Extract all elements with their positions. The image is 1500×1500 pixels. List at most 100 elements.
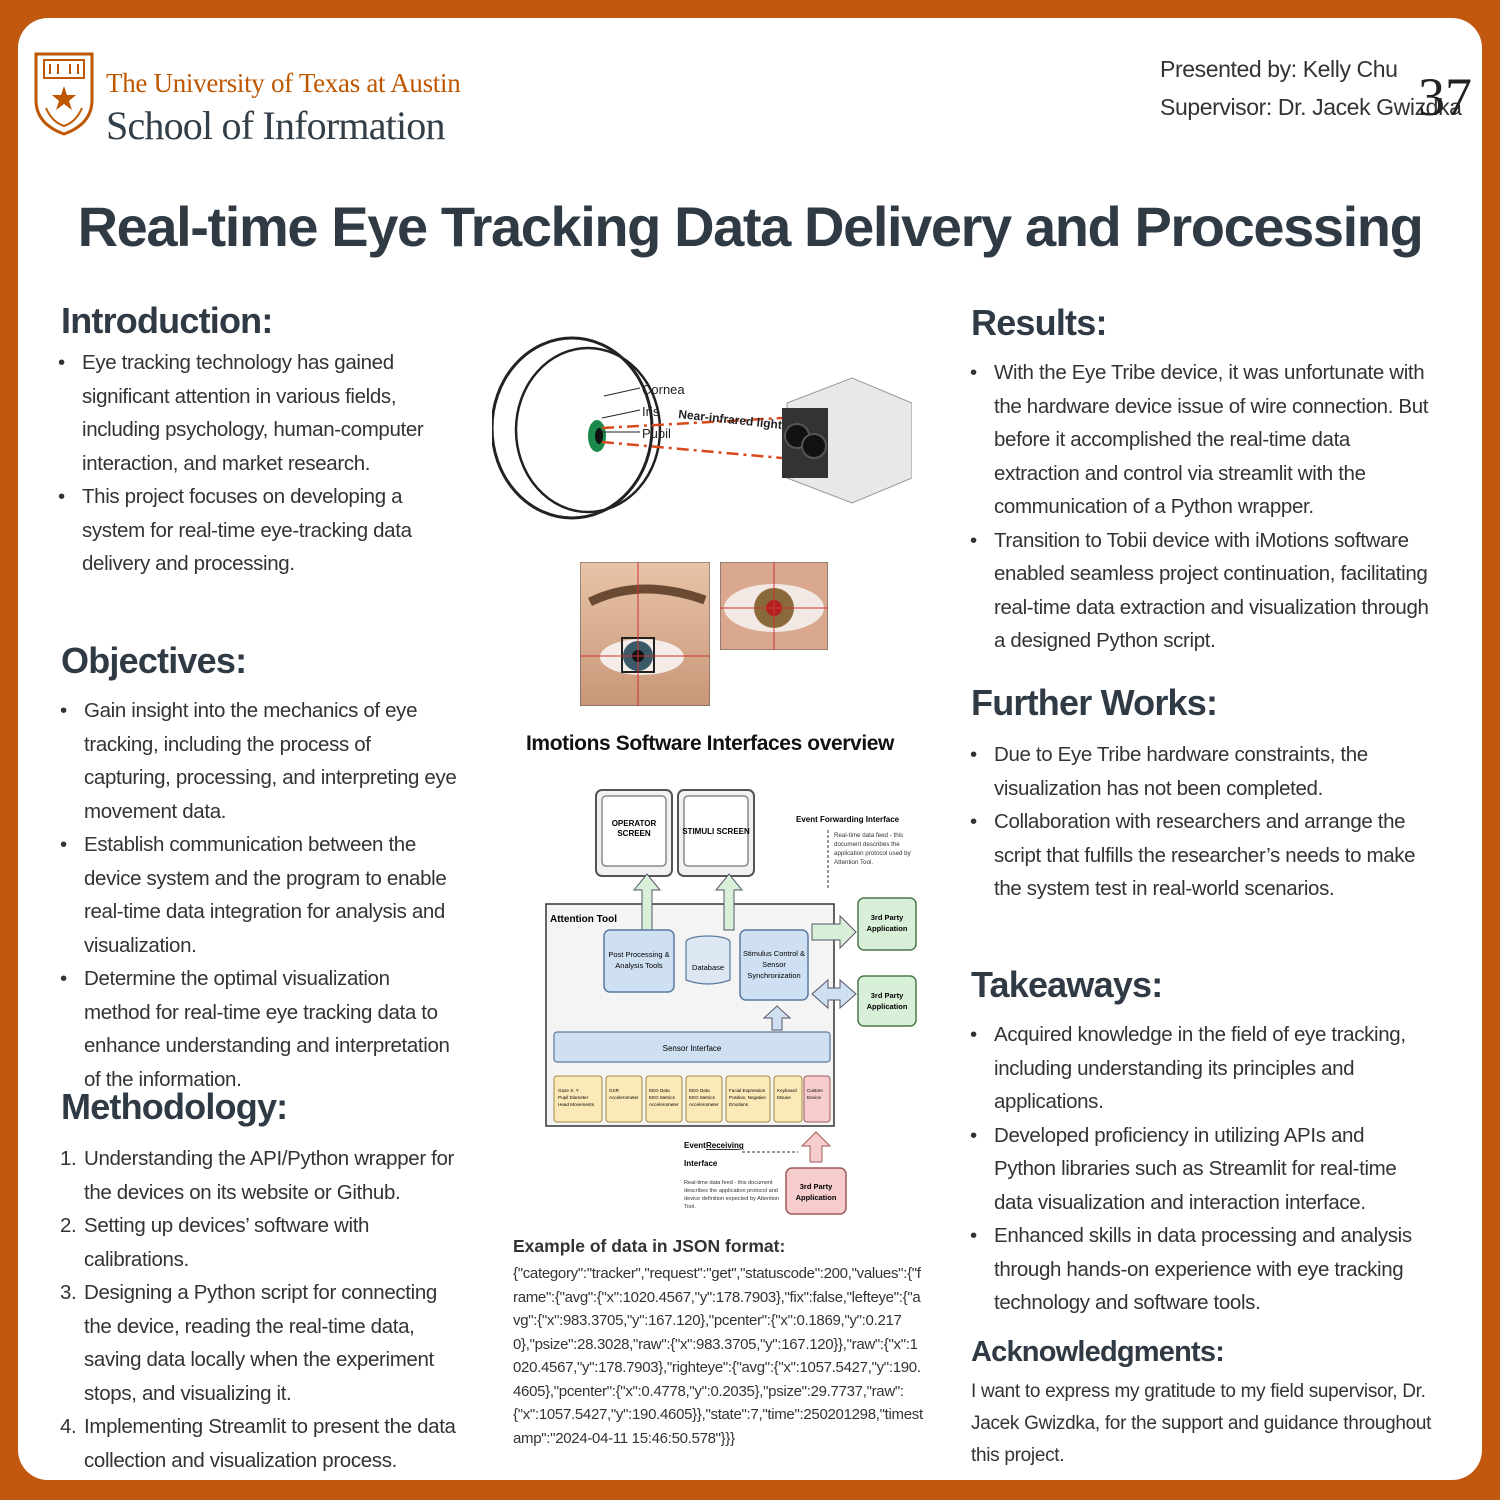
takeaways-list: Acquired knowledge in the field of eye t… (970, 1018, 1430, 1320)
list-item: Enhanced skills in data processing and a… (970, 1219, 1430, 1320)
svg-text:Stimulus Control &: Stimulus Control & (743, 949, 805, 958)
list-item: Transition to Tobii device with iMotions… (970, 524, 1430, 658)
poster: The University of Texas at Austin School… (18, 18, 1482, 1480)
svg-text:Application: Application (796, 1193, 837, 1202)
third-party-app-3 (785, 1167, 847, 1215)
results-list: With the Eye Tribe device, it was unfort… (970, 356, 1430, 658)
svg-text:Emotions: Emotions (729, 1102, 749, 1107)
takeaways-heading: Takeaways: (971, 964, 1163, 1005)
svg-text:Analysis Tools: Analysis Tools (615, 961, 663, 970)
svg-text:Keyboard: Keyboard (777, 1088, 797, 1093)
acknowledgments-text: I want to express my gratitude to my fie… (971, 1381, 1432, 1466)
svg-text:Near-infrared light: Near-infrared light (678, 407, 783, 432)
list-item: Developed proficiency in utilizing APIs … (970, 1119, 1430, 1220)
svg-text:Real-time data feed - this doc: Real-time data feed - this document (684, 1180, 773, 1186)
svg-text:Tool.: Tool. (684, 1204, 696, 1210)
results-heading: Results: (971, 302, 1107, 343)
svg-text:Head Movements: Head Movements (558, 1102, 595, 1107)
further-works-heading: Further Works: (971, 682, 1218, 723)
list-item: This project focuses on developing a sys… (58, 480, 458, 581)
svg-text:Attention Tool.: Attention Tool. (834, 859, 873, 866)
post-processing-box (603, 929, 675, 993)
svg-text:OPERATOR: OPERATOR (612, 819, 657, 828)
svg-text:Accelerometer: Accelerometer (609, 1095, 639, 1100)
eye-photo-closeup (720, 562, 828, 650)
svg-text:3rd Party: 3rd Party (871, 991, 904, 1000)
svg-text:STIMULI SCREEN: STIMULI SCREEN (682, 827, 750, 836)
imotions-title: Imotions Software Interfaces overview (526, 732, 894, 755)
list-item: Gain insight into the mechanics of eye t… (60, 694, 460, 828)
introduction-heading: Introduction: (61, 300, 273, 341)
further-works-list: Due to Eye Tribe hardware constraints, t… (970, 738, 1440, 906)
svg-text:EEG Metrics: EEG Metrics (689, 1095, 715, 1100)
svg-text:Sensor: Sensor (762, 960, 786, 969)
list-item: Eye tracking technology has gained signi… (58, 346, 458, 480)
svg-text:GSR: GSR (609, 1088, 620, 1093)
svg-text:Interface: Interface (684, 1159, 718, 1168)
poster-title: Real-time Eye Tracking Data Delivery and… (77, 195, 1424, 258)
stimulus-control-box (739, 929, 809, 1001)
methodology-list: 1.Understanding the API/Python wrapper f… (60, 1142, 460, 1477)
poster-number: 37 (1418, 67, 1472, 127)
svg-text:Accelerometer: Accelerometer (689, 1102, 719, 1107)
svg-text:Positive, Negative: Positive, Negative (729, 1095, 766, 1100)
introduction-list: Eye tracking technology has gained signi… (58, 346, 458, 581)
third-party-app-2 (857, 975, 917, 1027)
svg-text:Application: Application (867, 1002, 908, 1011)
svg-text:Synchronization: Synchronization (747, 971, 800, 980)
sensor-interface-bar (553, 1031, 831, 1063)
svg-text:Facial Expression: Facial Expression (729, 1088, 766, 1093)
svg-text:device definition expected by: device definition expected by Attention (684, 1196, 779, 1202)
svg-text:Device: Device (807, 1095, 821, 1100)
list-item: 1.Understanding the API/Python wrapper f… (60, 1147, 455, 1204)
methodology-heading: Methodology: (61, 1086, 288, 1127)
svg-text:Real-time data feed - this: Real-time data feed - this (834, 832, 903, 839)
svg-text:Application: Application (867, 924, 908, 933)
svg-text:3rd Party: 3rd Party (800, 1182, 833, 1191)
svg-text:SCREEN: SCREEN (617, 829, 651, 838)
objectives-heading: Objectives: (61, 640, 247, 681)
eye-photo-tracking-box (580, 562, 710, 706)
list-item: Due to Eye Tribe hardware constraints, t… (970, 738, 1440, 805)
school-name: School of Information (106, 103, 446, 148)
database-icon (685, 942, 731, 985)
supervisor: Supervisor: Dr. Jacek Gwizdka (1160, 94, 1462, 120)
svg-text:application protocol used by: application protocol used by (834, 850, 912, 857)
svg-text:3rd Party: 3rd Party (871, 913, 904, 922)
svg-text:Event: Event (684, 1141, 706, 1150)
svg-text:Pupil: Pupil (642, 426, 671, 441)
svg-text:Post Processing &: Post Processing & (608, 950, 669, 959)
eyeball-outline (492, 336, 654, 520)
svg-text:Accelerometer: Accelerometer (649, 1102, 679, 1107)
svg-text:Cornea: Cornea (642, 382, 685, 397)
svg-text:describes the application prot: describes the application protocol and (684, 1188, 778, 1194)
svg-text:Pupil Diameter: Pupil Diameter (558, 1095, 589, 1100)
svg-text:EEG Metrics: EEG Metrics (649, 1095, 675, 1100)
list-item: 2.Setting up devices’ software with cali… (60, 1214, 370, 1271)
list-item: Establish communication between the devi… (60, 828, 460, 962)
presenter: Presented by: Kelly Chu (1160, 56, 1398, 82)
list-item: 4.Implementing Streamlit to present the … (60, 1415, 456, 1472)
svg-text:Gaze X, Y: Gaze X, Y (558, 1088, 579, 1093)
json-example: {"category":"tracker","request":"get","s… (513, 1265, 923, 1447)
svg-text:Attention Tool: Attention Tool (550, 914, 617, 925)
svg-text:Receiving: Receiving (706, 1141, 744, 1150)
svg-text:EEG Data: EEG Data (649, 1088, 670, 1093)
objectives-list: Gain insight into the mechanics of eye t… (60, 694, 460, 1096)
third-party-app-1 (857, 897, 917, 951)
eye-tracker-diagram: Cornea Iris Pupil Near-infrared light (492, 336, 912, 520)
svg-text:Mouse: Mouse (777, 1095, 791, 1100)
camera-lens-icon (801, 433, 827, 459)
list-item: With the Eye Tribe device, it was unfort… (970, 356, 1430, 524)
list-item: 3.Designing a Python script for connecti… (60, 1281, 437, 1405)
json-heading: Example of data in JSON format: (513, 1236, 786, 1256)
svg-text:Event Forwarding Interface: Event Forwarding Interface (796, 815, 900, 824)
list-item: Collaboration with researchers and arran… (970, 805, 1440, 906)
imotions-architecture-diagram: OPERATOR SCREEN STIMULI SCREEN Event For… (545, 789, 917, 1215)
svg-text:Sensor Interface: Sensor Interface (663, 1044, 722, 1053)
acknowledgments-heading: Acknowledgments: (971, 1336, 1225, 1368)
svg-text:EEG Data: EEG Data (689, 1088, 710, 1093)
list-item: Determine the optimal visualization meth… (60, 962, 460, 1096)
cornea-outline (514, 346, 662, 514)
svg-text:Database: Database (692, 963, 724, 972)
